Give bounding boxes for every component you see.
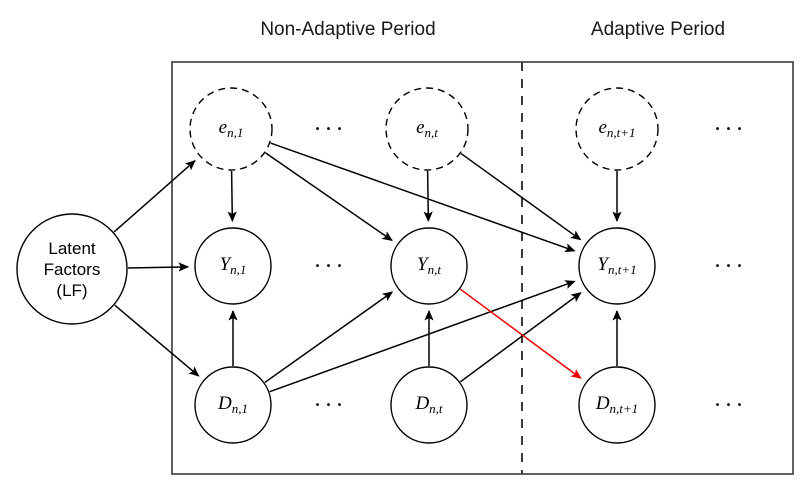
node-label-lf-line-2: (LF) xyxy=(56,281,87,300)
node-label-base-y_n_t: Y xyxy=(417,254,430,275)
node-circle-e_n_1 xyxy=(189,87,273,171)
edge-d1-to-yt xyxy=(264,291,394,384)
node-circle-d_n_t1 xyxy=(578,366,656,444)
plate-rectangle xyxy=(171,61,794,475)
edge-yt-to-dt1 xyxy=(459,288,582,379)
node-label-base-d_n_1: D xyxy=(217,393,232,414)
edge-lf-to-e1 xyxy=(113,160,196,233)
edge-lf-to-y1 xyxy=(127,262,190,272)
node-label-subscript-d_n_1: n,1 xyxy=(232,401,248,416)
node-label-base-d_n_t1: D xyxy=(595,393,610,414)
node-circle-y_n_t1 xyxy=(578,227,656,305)
node-e_n_t: en,t xyxy=(385,87,469,171)
ellipsis-ell-e-2: ··· xyxy=(714,117,747,143)
plate-border xyxy=(171,61,794,475)
node-label-d_n_t: Dn,t xyxy=(414,393,442,416)
node-label-subscript-y_n_t: n,t xyxy=(428,262,442,277)
node-label-base-y_n_1: Y xyxy=(220,254,233,275)
ellipsis-ell-d-1: ··· xyxy=(314,393,347,419)
node-circle-d_n_t xyxy=(390,366,468,444)
node-circle-e_n_t xyxy=(385,87,469,171)
node-d_n_1: Dn,1 xyxy=(194,366,272,444)
node-e_n_t1: en,t+1 xyxy=(575,87,659,171)
edge-et-to-yt1 xyxy=(460,152,582,241)
ellipsis-ell-e-1: ··· xyxy=(314,117,347,143)
node-y_n_t1: Yn,t+1 xyxy=(578,227,656,305)
node-y_n_1: Yn,1 xyxy=(194,227,272,305)
node-circle-y_n_1 xyxy=(194,227,272,305)
node-y_n_t: Yn,t xyxy=(390,227,468,305)
node-circle-y_n_t xyxy=(390,227,468,305)
node-label-y_n_1: Yn,1 xyxy=(220,254,247,277)
ellipsis-ell-y-2: ··· xyxy=(714,254,747,280)
edges-layer xyxy=(113,142,622,393)
period-labels: Non-Adaptive Period Adaptive Period xyxy=(260,19,725,40)
node-label-subscript-e_n_1: n,1 xyxy=(227,125,243,140)
node-label-e_n_1: en,1 xyxy=(219,117,244,140)
edge-lf-to-d1 xyxy=(114,304,200,377)
ellipsis-ell-d-2: ··· xyxy=(714,393,747,419)
node-circle-lf xyxy=(16,213,128,325)
edge-d1-to-yt1 xyxy=(269,280,576,393)
edge-et-to-yt xyxy=(423,170,433,223)
node-label-d_n_1: Dn,1 xyxy=(217,393,248,416)
period-label-adaptive: Adaptive Period xyxy=(591,19,725,40)
node-label-base-d_n_t: D xyxy=(414,393,429,414)
node-label-d_n_t1: Dn,t+1 xyxy=(595,393,638,416)
edge-dt-to-yt1 xyxy=(459,292,582,383)
node-label-subscript-d_n_t1: n,t+1 xyxy=(610,401,639,416)
node-label-base-e_n_t1: e xyxy=(598,117,606,138)
node-label-y_n_t: Yn,t xyxy=(417,254,441,277)
ellipses-layer: ··· ··· ··· ··· ··· ··· xyxy=(314,117,747,419)
node-label-base-e_n_1: e xyxy=(219,117,227,138)
node-label-base-y_n_t1: Y xyxy=(597,254,610,275)
node-label-subscript-e_n_t: n,t xyxy=(425,125,439,140)
node-label-lf-line-0: Latent xyxy=(48,239,96,258)
node-label-subscript-d_n_t: n,t xyxy=(429,401,443,416)
period-label-non-adaptive: Non-Adaptive Period xyxy=(260,19,435,40)
node-d_n_t1: Dn,t+1 xyxy=(578,366,656,444)
node-label-base-e_n_t: e xyxy=(416,117,424,138)
node-label-subscript-y_n_1: n,1 xyxy=(230,262,246,277)
node-label-subscript-e_n_t1: n,t+1 xyxy=(607,125,636,140)
edge-e1-to-yt xyxy=(265,152,393,242)
node-label-y_n_t1: Yn,t+1 xyxy=(597,254,636,277)
node-d_n_t: Dn,t xyxy=(390,366,468,444)
node-e_n_1: en,1 xyxy=(189,87,273,171)
node-circle-d_n_1 xyxy=(194,366,272,444)
node-label-e_n_t: en,t xyxy=(416,117,438,140)
node-label-lf-line-1: Factors xyxy=(44,260,101,279)
node-label-e_n_t1: en,t+1 xyxy=(598,117,635,140)
node-circle-e_n_t1 xyxy=(575,87,659,171)
ellipsis-ell-y-1: ··· xyxy=(314,254,347,280)
node-label-subscript-y_n_t1: n,t+1 xyxy=(608,262,637,277)
edge-e1-to-yt1 xyxy=(270,142,576,253)
edge-e1-to-y1 xyxy=(227,170,237,223)
